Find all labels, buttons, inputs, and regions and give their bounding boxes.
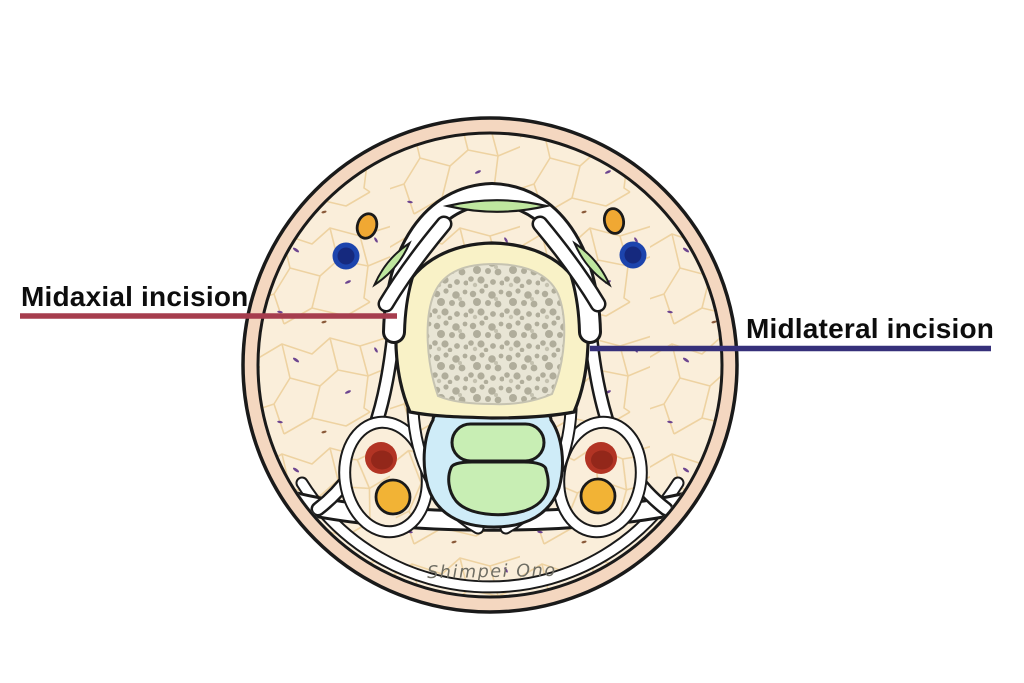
trabecular-bone-texture [426,262,566,406]
lateral-fork-band-left [377,215,453,313]
flexor-tendon-profundus [447,460,550,517]
digital-artery-right [585,442,617,474]
digital-artery-left [365,442,397,474]
digital-nerve-right [579,477,617,515]
internal-structures: Shimpei Ono [275,181,715,594]
lateral-fork-band-right [531,215,607,313]
flexor-tendon-superficialis [450,422,546,463]
digital-nerve-left [374,478,412,516]
dorsal-vessel-yellow-left [355,212,379,240]
dorsal-vein-right [619,241,647,269]
dorsal-vein-left [332,242,360,270]
dorsal-vessel-yellow-right [602,207,626,235]
artist-signature: Shimpei Ono [427,561,557,583]
midaxial-incision-label: Midaxial incision [21,281,248,312]
midlateral-incision-label: Midlateral incision [746,313,994,344]
volar-fascial-band [295,476,685,594]
